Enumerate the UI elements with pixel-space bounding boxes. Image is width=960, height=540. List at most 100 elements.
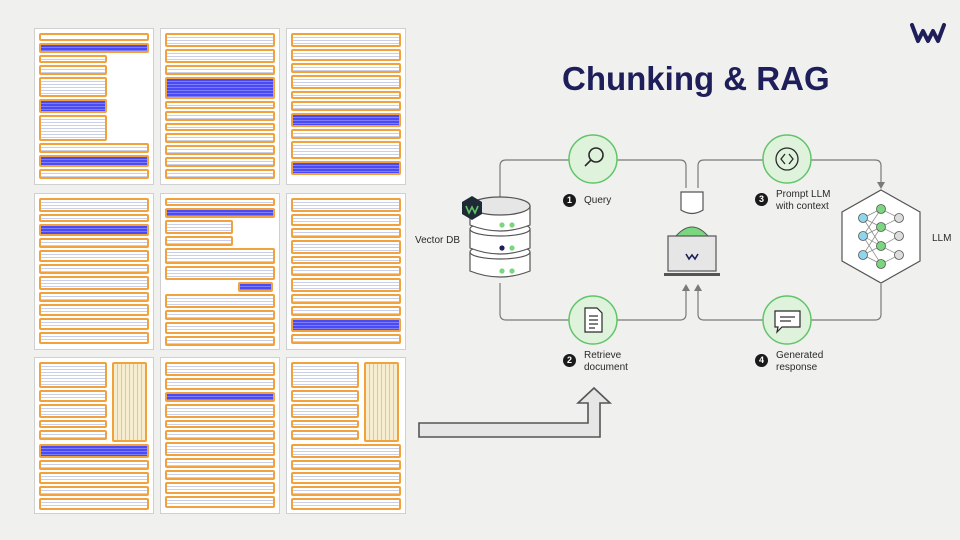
document-page	[160, 357, 280, 514]
text-chunk	[291, 390, 359, 402]
document-page	[160, 193, 280, 350]
text-chunk	[291, 306, 401, 316]
text-chunk	[39, 304, 149, 316]
text-chunk	[39, 404, 107, 418]
text-chunk	[39, 143, 149, 153]
text-chunk	[165, 169, 275, 179]
document-page	[34, 357, 154, 514]
neural-network-icon	[841, 189, 921, 284]
text-chunk	[291, 266, 401, 276]
document-page	[34, 28, 154, 185]
text-chunk	[165, 458, 275, 468]
text-chunk	[165, 420, 275, 428]
document-page	[286, 357, 406, 514]
text-chunk	[165, 430, 275, 440]
text-chunk	[291, 486, 401, 496]
text-chunk	[165, 198, 275, 206]
step-3-number: 3	[755, 193, 768, 206]
text-chunk	[291, 430, 359, 440]
text-chunk	[39, 390, 107, 402]
text-chunk	[39, 250, 149, 262]
document-page	[286, 193, 406, 350]
text-chunk	[291, 444, 401, 458]
text-chunk	[291, 214, 401, 226]
text-chunk	[39, 276, 149, 290]
slide-title: Chunking & RAG	[562, 60, 830, 97]
text-chunk	[39, 238, 149, 248]
text-chunk	[291, 256, 401, 264]
text-chunk	[39, 77, 107, 97]
highlighted-chunk	[39, 99, 107, 113]
highlighted-chunk	[238, 282, 273, 292]
text-chunk	[165, 470, 275, 480]
highlighted-chunk	[291, 318, 401, 332]
text-chunk	[165, 496, 275, 508]
laptop-user-icon	[664, 191, 720, 276]
arrowhead-user-left	[682, 284, 690, 291]
text-chunk	[291, 472, 401, 484]
highlighted-chunk	[39, 155, 149, 167]
arrowheads	[682, 182, 885, 291]
text-chunk	[291, 334, 401, 344]
database-icon	[469, 196, 531, 278]
response-node	[762, 295, 812, 345]
text-chunk	[39, 498, 149, 510]
text-chunk	[165, 157, 275, 167]
text-chunk	[39, 430, 107, 440]
step-2-number: 2	[563, 354, 576, 367]
text-chunk	[291, 63, 401, 73]
text-chunk	[165, 111, 275, 121]
text-chunk	[291, 278, 401, 292]
chat-bubble-icon	[774, 310, 801, 334]
text-chunk	[39, 318, 149, 330]
highlighted-chunk	[39, 43, 149, 53]
text-chunk	[165, 404, 275, 418]
code-brackets-icon	[775, 147, 799, 171]
text-chunk	[39, 460, 149, 470]
document-page	[34, 193, 154, 350]
text-chunk	[39, 332, 149, 344]
text-chunk	[165, 336, 275, 346]
text-chunk	[291, 129, 401, 139]
documents-to-retrieve-arrow	[418, 386, 613, 438]
step-2-label-line1: Retrieve	[584, 350, 622, 361]
text-chunk	[291, 33, 401, 47]
text-chunk	[39, 362, 107, 388]
highlighted-chunk	[39, 224, 149, 236]
text-chunk	[165, 266, 275, 280]
step-1-label: Query	[584, 195, 612, 206]
figure-chunk	[112, 362, 147, 442]
text-chunk	[39, 214, 149, 222]
step-4-label-line1: Generated	[776, 350, 824, 361]
figure-chunk	[364, 362, 399, 442]
text-chunk	[39, 198, 149, 212]
highlighted-chunk	[291, 161, 401, 175]
magnifier-icon	[584, 147, 604, 167]
arrowhead-llm	[877, 182, 885, 189]
highlighted-chunk	[165, 77, 275, 99]
text-chunk	[165, 49, 275, 63]
document-page	[286, 28, 406, 185]
text-chunk	[291, 498, 401, 510]
text-chunk	[39, 65, 107, 75]
text-chunk	[165, 322, 275, 334]
text-chunk	[291, 420, 359, 428]
text-chunk	[291, 404, 359, 418]
text-chunk	[165, 362, 275, 376]
text-chunk	[165, 236, 233, 246]
text-chunk	[39, 55, 107, 63]
text-chunk	[39, 169, 149, 179]
step-4-label-line2: response	[776, 362, 818, 373]
text-chunk	[39, 115, 107, 141]
step-3-label-line2: with context	[776, 201, 829, 212]
highlighted-chunk	[39, 444, 149, 458]
text-chunk	[291, 49, 401, 61]
weaviate-badge-icon	[462, 196, 482, 220]
highlighted-chunk	[291, 113, 401, 127]
text-chunk	[165, 248, 275, 264]
text-chunk	[165, 442, 275, 456]
vector-db-label: Vector DB	[415, 235, 461, 246]
text-chunk	[291, 101, 401, 111]
